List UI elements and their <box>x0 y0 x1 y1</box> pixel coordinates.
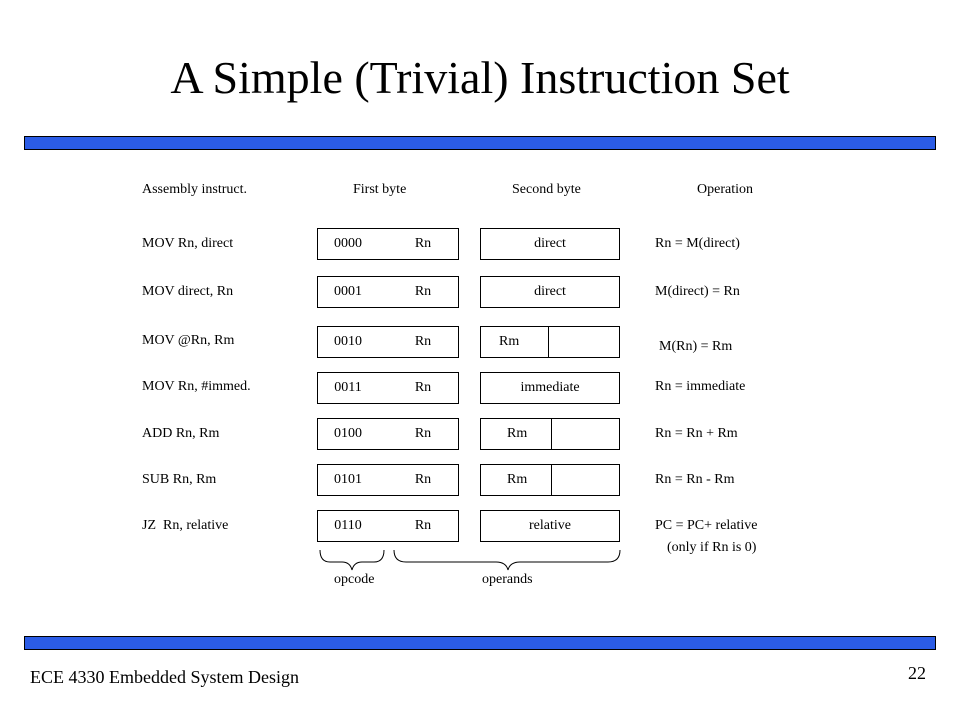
header-assembly: Assembly instruct. <box>142 182 247 197</box>
row-operation: PC = PC+ relative <box>655 518 758 533</box>
second-byte-box: immediate <box>480 372 620 404</box>
opcode-cell: 0000 <box>334 236 362 251</box>
row-operation: Rn = Rn + Rm <box>655 426 738 441</box>
row-operation: Rn = immediate <box>655 379 746 394</box>
bottom-divider-bar <box>24 636 936 650</box>
row-asm: JZ Rn, relative <box>142 518 229 533</box>
page-number: 22 <box>908 663 926 683</box>
rn-cell: Rn <box>414 518 432 533</box>
second-byte-cell: immediate <box>520 380 580 395</box>
opcode-cell: 0011 <box>334 380 362 395</box>
row-operation: Rn = M(direct) <box>655 236 740 251</box>
first-byte-box: 0000 Rn <box>317 228 459 260</box>
header-first-byte: First byte <box>353 182 407 197</box>
second-byte-box: direct <box>480 228 620 260</box>
operands-brace <box>393 549 621 571</box>
first-byte-box: 0110 Rn <box>317 510 459 542</box>
row-operation: M(direct) = Rn <box>655 284 740 299</box>
opcode-brace <box>319 549 385 571</box>
row-asm: MOV @Rn, Rm <box>142 333 235 348</box>
second-byte-box: Rm <box>480 326 620 358</box>
first-byte-box: 0100 Rn <box>317 418 459 450</box>
rn-cell: Rn <box>414 380 432 395</box>
opcode-cell: 0100 <box>334 426 362 441</box>
rn-cell: Rn <box>414 472 432 487</box>
operands-brace-label: operands <box>482 572 533 587</box>
second-byte-cell: relative <box>529 518 571 533</box>
second-byte-box: relative <box>480 510 620 542</box>
opcode-cell: 0010 <box>334 334 362 349</box>
opcode-cell: 0110 <box>334 518 362 533</box>
cell-divider <box>548 327 549 357</box>
cell-divider <box>551 419 552 449</box>
slide-title: A Simple (Trivial) Instruction Set <box>170 52 790 103</box>
footer-course-title: ECE 4330 Embedded System Design <box>30 667 299 687</box>
first-byte-box: 0101 Rn <box>317 464 459 496</box>
first-byte-box: 0001 Rn <box>317 276 459 308</box>
first-byte-box: 0011 Rn <box>317 372 459 404</box>
header-operation: Operation <box>697 182 753 197</box>
row-asm: ADD Rn, Rm <box>142 426 220 441</box>
second-byte-box: Rm <box>480 464 620 496</box>
rn-cell: Rn <box>414 334 432 349</box>
second-byte-box: Rm <box>480 418 620 450</box>
rn-cell: Rn <box>414 236 432 251</box>
top-divider-bar <box>24 136 936 150</box>
row-asm: MOV Rn, direct <box>142 236 234 251</box>
second-byte-cell: direct <box>534 236 566 251</box>
header-second-byte: Second byte <box>512 182 581 197</box>
row-asm: MOV Rn, #immed. <box>142 379 251 394</box>
second-byte-cell: direct <box>534 284 566 299</box>
rm-cell: Rm <box>507 426 528 441</box>
opcode-cell: 0101 <box>334 472 362 487</box>
row-operation-note: (only if Rn is 0) <box>667 540 757 555</box>
cell-divider <box>551 465 552 495</box>
row-asm: SUB Rn, Rm <box>142 472 217 487</box>
rn-cell: Rn <box>414 284 432 299</box>
row-asm: MOV direct, Rn <box>142 284 234 299</box>
opcode-cell: 0001 <box>334 284 362 299</box>
row-operation: Rn = Rn - Rm <box>655 472 735 487</box>
opcode-brace-label: opcode <box>334 572 375 587</box>
rm-cell: Rm <box>507 472 528 487</box>
rm-cell: Rm <box>499 334 520 349</box>
first-byte-box: 0010 Rn <box>317 326 459 358</box>
second-byte-box: direct <box>480 276 620 308</box>
row-operation: M(Rn) = Rm <box>659 339 733 354</box>
rn-cell: Rn <box>414 426 432 441</box>
